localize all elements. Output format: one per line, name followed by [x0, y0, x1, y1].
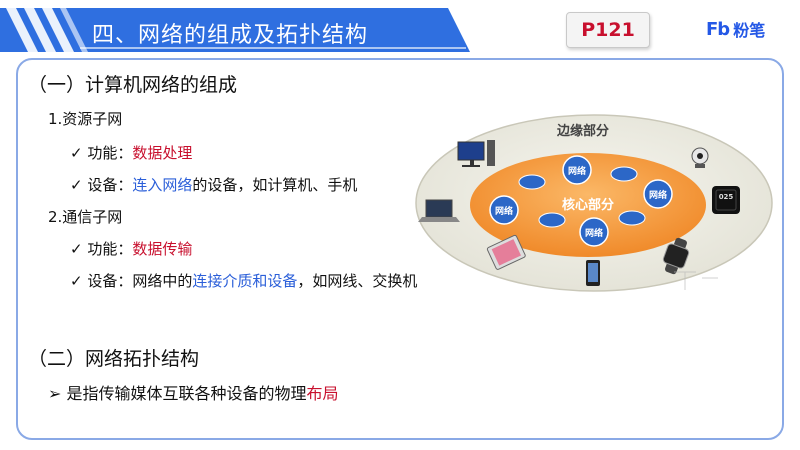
resource-function-bullet: ✓ 功能：数据处理: [70, 142, 192, 163]
wearable-time-display: 025: [718, 193, 734, 201]
resource-function-label: 功能：: [87, 144, 133, 162]
comm-function-bullet: ✓ 功能：数据传输: [70, 238, 192, 259]
topology-definition-text: 是指传输媒体互联各种设备的物理: [66, 384, 307, 403]
resource-function-value: 数据处理: [132, 144, 193, 162]
tablet-icon: [486, 234, 526, 270]
comm-function-value: 数据传输: [132, 240, 193, 258]
network-diagram-graphic: [415, 114, 773, 292]
topology-definition-highlight: 布局: [306, 384, 339, 403]
check-icon: ✓: [70, 176, 88, 194]
comm-device-label: 设备：网络中的: [87, 272, 193, 290]
resource-subnet-heading: 1.资源子网: [48, 110, 123, 128]
smartwatch-icon: [662, 237, 690, 275]
topology-definition-bullet: ➢ 是指传输媒体互联各种设备的物理布局: [48, 380, 339, 404]
page-title: 四、网络的组成及拓扑结构: [92, 23, 369, 48]
edge-part-label: 边缘部分: [557, 124, 610, 139]
core-part-label: 核心部分: [562, 198, 615, 213]
comm-subnet-heading: 2.通信子网: [48, 208, 123, 226]
resource-device-highlight: 连入网络: [132, 176, 193, 194]
webcam-icon: [691, 147, 709, 168]
fenbi-logo: Fb 粉笔: [706, 16, 765, 42]
resource-device-label: 设备：: [87, 176, 133, 194]
header-banner: 四、网络的组成及拓扑结构: [0, 8, 470, 52]
check-icon: ✓: [70, 272, 88, 290]
network-diagram: 边缘部分 核心部分 网络 网络 网络 网络 025: [412, 110, 776, 296]
comm-function-label: 功能：: [87, 240, 133, 258]
logo-mark: Fb: [706, 18, 730, 40]
comm-device-suffix: ，如网线、交换机: [297, 272, 418, 290]
section1-title: （一）计算机网络的组成: [28, 74, 238, 96]
check-icon: ✓: [70, 240, 88, 258]
resource-device-bullet: ✓ 设备：连入网络的设备，如计算机、手机: [70, 174, 357, 195]
router-icon: [518, 166, 646, 228]
logo-text: 粉笔: [733, 21, 766, 40]
smartphone-icon: [586, 260, 600, 286]
banner-stripes: [0, 8, 470, 52]
network-badge-label: 网络: [494, 207, 513, 217]
laptop-icon: [418, 199, 460, 222]
network-badge-label: 网络: [648, 191, 667, 201]
check-icon: ✓: [70, 144, 88, 162]
resource-device-suffix: 的设备，如计算机、手机: [192, 176, 358, 194]
comm-device-highlight: 连接介质和设备: [192, 272, 298, 290]
watermark-marks: [674, 271, 718, 290]
section2-title: （二）网络拓扑结构: [28, 348, 200, 370]
wearable-device-icon: [712, 186, 740, 214]
page-reference-badge: P121: [566, 12, 650, 48]
network-badge-label: 网络: [567, 167, 586, 177]
network-badge-label: 网络: [584, 229, 603, 239]
network-cloud-icon: [489, 155, 673, 247]
comm-device-bullet: ✓ 设备：网络中的连接介质和设备，如网线、交换机: [70, 270, 417, 291]
arrow-bullet-icon: ➢: [48, 384, 67, 403]
desktop-computer-icon: [457, 140, 495, 167]
